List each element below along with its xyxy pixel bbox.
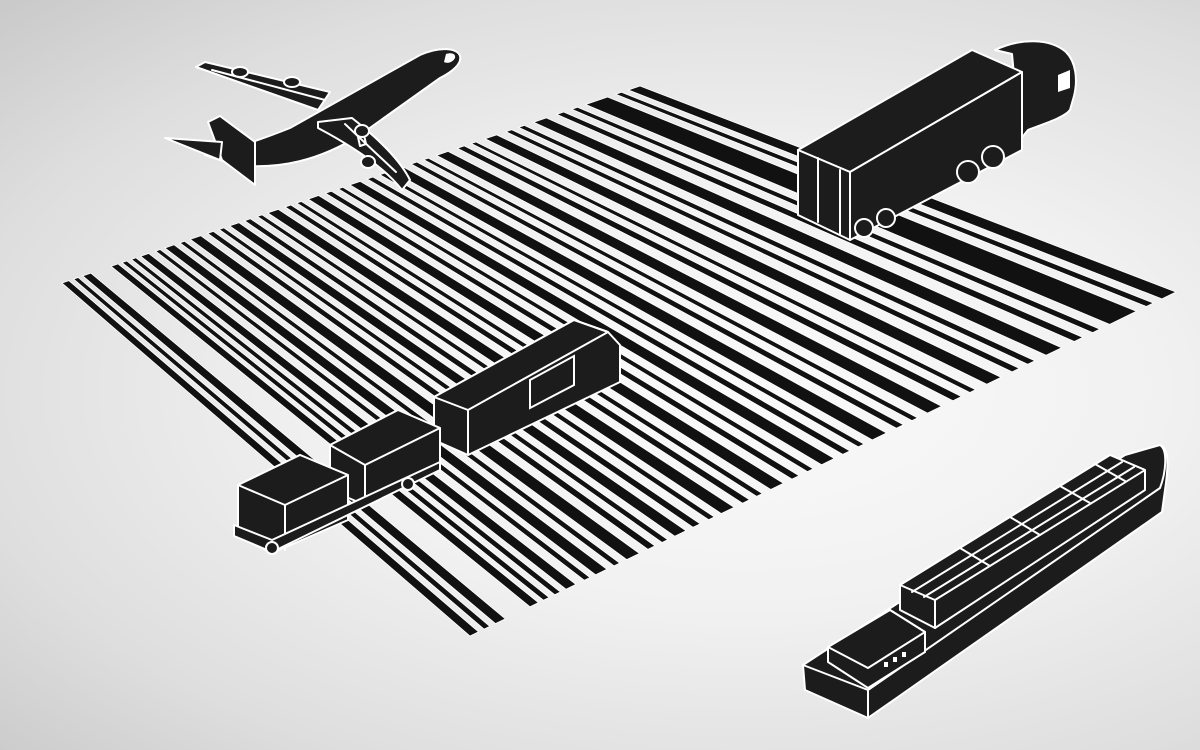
barcode-stripe <box>256 214 716 521</box>
barcode-stripe <box>504 129 1021 373</box>
barcode-stripe <box>179 240 621 567</box>
barcode-stripe <box>410 161 905 429</box>
train-icon <box>233 319 621 555</box>
barcode-stripe <box>189 235 641 561</box>
barcode-stripe <box>456 145 963 402</box>
barcode-stripe <box>164 244 608 576</box>
barcode-stripe <box>154 249 591 581</box>
barcode-stripe <box>435 150 943 414</box>
barcode-stripe <box>366 176 851 455</box>
barcode-stripe <box>470 141 977 393</box>
barcode-stripe <box>555 111 1084 342</box>
barcode-stripe <box>378 172 865 448</box>
barcode-stripe <box>218 227 669 543</box>
barcode-stripe <box>348 180 836 466</box>
barcode-stripe <box>228 222 687 537</box>
truck-icon <box>797 40 1077 241</box>
barcode-stripe <box>206 230 656 550</box>
barcode-stripe <box>517 124 1036 365</box>
airplane-icon <box>164 48 462 191</box>
container-ship-icon <box>802 444 1169 719</box>
barcode-stripe <box>532 117 1063 356</box>
barcode-stripe <box>484 134 1002 385</box>
barcode-stripe <box>243 218 701 528</box>
barcode-stripe <box>422 157 919 422</box>
